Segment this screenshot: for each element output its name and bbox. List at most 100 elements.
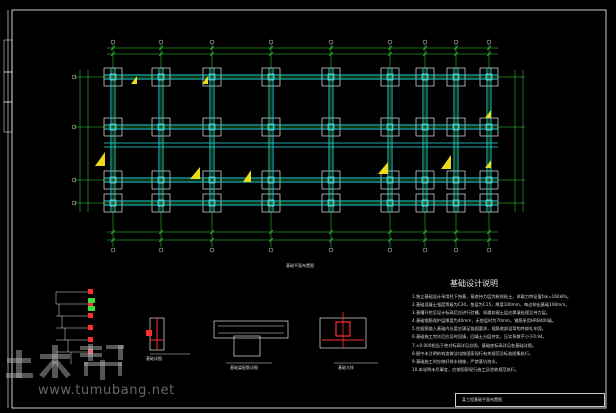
footing-outline	[479, 170, 499, 190]
note-line: 9.基础施工时应做好排水措施，严禁基坑泡水。	[412, 358, 500, 364]
detail-caption: 基础详图	[146, 356, 162, 361]
hatch-mark	[378, 162, 388, 174]
footing-outline	[380, 117, 400, 137]
column-outline	[157, 199, 165, 207]
column-outline	[157, 123, 165, 131]
hatch-mark	[95, 152, 105, 166]
column-outline	[452, 73, 460, 81]
level-marker	[88, 306, 95, 311]
footing-outline	[151, 170, 171, 190]
grid-bubble	[453, 39, 459, 45]
note-line: 4.基础钢筋保护层厚度为40mm，无垫层时为70mm，钢筋采用HRB400级。	[412, 318, 557, 324]
column-outline	[386, 73, 394, 81]
footing-outline	[479, 67, 499, 87]
column-outline	[109, 176, 117, 184]
column-outline	[327, 73, 335, 81]
note-line: 2.基础混凝土强度等级为C30，垫层为C15，厚度100mm，每边伸出基础100…	[412, 302, 570, 308]
footing-outline	[151, 117, 171, 137]
column-outline	[327, 199, 335, 207]
dimension-tick	[453, 51, 459, 57]
dimension-tick	[422, 237, 428, 243]
dimension-tick	[209, 237, 215, 243]
dimension-tick	[453, 229, 459, 235]
footing-outline	[321, 193, 341, 213]
grid-bubble	[209, 39, 215, 45]
note-line: 10.本说明未尽事宜，应按国家现行施工及验收规范执行。	[412, 366, 520, 372]
footing-outline	[202, 170, 222, 190]
column-outline	[421, 176, 429, 184]
level-marker	[88, 298, 95, 303]
footing-outline	[151, 193, 171, 213]
hatch-mark	[441, 155, 451, 169]
grid-bubble	[158, 247, 164, 253]
grid-bubble	[268, 247, 274, 253]
dimension-tick	[158, 229, 164, 235]
column-outline	[267, 123, 275, 131]
column-outline	[485, 176, 493, 184]
level-marker	[88, 289, 93, 294]
grid-bubble	[209, 247, 215, 253]
column-outline	[109, 199, 117, 207]
rebar-marker	[146, 330, 152, 336]
footing-outline	[103, 67, 123, 87]
watermark-url: www.tumubang.net	[38, 383, 175, 398]
footing-outline	[446, 67, 466, 87]
footing-outline	[415, 170, 435, 190]
footing-outline	[380, 193, 400, 213]
note-line: 5.柱插筋锚入基础内长度应满足锚固要求，插筋底部设弯钩并绑扎牢固。	[412, 326, 546, 332]
column-outline	[452, 199, 460, 207]
detail-caption: 基础梁配筋详图	[230, 365, 258, 370]
footing-outline	[261, 67, 281, 87]
column-outline	[157, 176, 165, 184]
dimension-tick	[486, 51, 492, 57]
grid-bubble	[387, 39, 393, 45]
footing-outline	[380, 170, 400, 190]
binding-strip	[3, 39, 13, 133]
dimension-tick	[209, 45, 215, 51]
grid-bubble	[268, 39, 274, 45]
footing-outline	[415, 117, 435, 137]
column-outline	[267, 176, 275, 184]
dimension-tick	[486, 229, 492, 235]
column-outline	[208, 73, 216, 81]
title-block-text: 某工程基础平面布置图	[462, 397, 502, 402]
column-outline	[267, 199, 275, 207]
grid-bubble	[328, 39, 334, 45]
footing-outline	[380, 67, 400, 87]
level-marker	[88, 337, 93, 342]
footing-outline	[321, 117, 341, 137]
column-outline	[208, 199, 216, 207]
dimension-tick	[387, 229, 393, 235]
footing-outline	[202, 193, 222, 213]
foundation-plan	[71, 39, 525, 253]
level-marker	[88, 325, 93, 330]
grid-bubble	[71, 124, 77, 130]
grid-bubble	[486, 39, 492, 45]
design-notes-title: 基础设计说明	[450, 279, 498, 288]
footing-outline	[103, 193, 123, 213]
footing-outline	[446, 117, 466, 137]
footing-outline	[321, 67, 341, 87]
dimension-tick	[158, 237, 164, 243]
footing-outline	[415, 67, 435, 87]
column-outline	[421, 73, 429, 81]
grid-bubble	[71, 74, 77, 80]
dimension-tick	[110, 229, 116, 235]
dimension-tick	[387, 51, 393, 57]
level-marker	[88, 349, 93, 354]
column-outline	[208, 176, 216, 184]
dimension-tick	[328, 237, 334, 243]
detail-caption: 基础大样	[338, 365, 354, 370]
column-outline	[386, 176, 394, 184]
column-outline	[208, 123, 216, 131]
dimension-tick	[387, 45, 393, 51]
column-outline	[157, 73, 165, 81]
dimension-tick	[110, 51, 116, 57]
column-outline	[485, 123, 493, 131]
dimension-tick	[422, 229, 428, 235]
footing-outline	[103, 170, 123, 190]
column-outline	[327, 176, 335, 184]
dimension-tick	[328, 229, 334, 235]
dimension-tick	[328, 51, 334, 57]
